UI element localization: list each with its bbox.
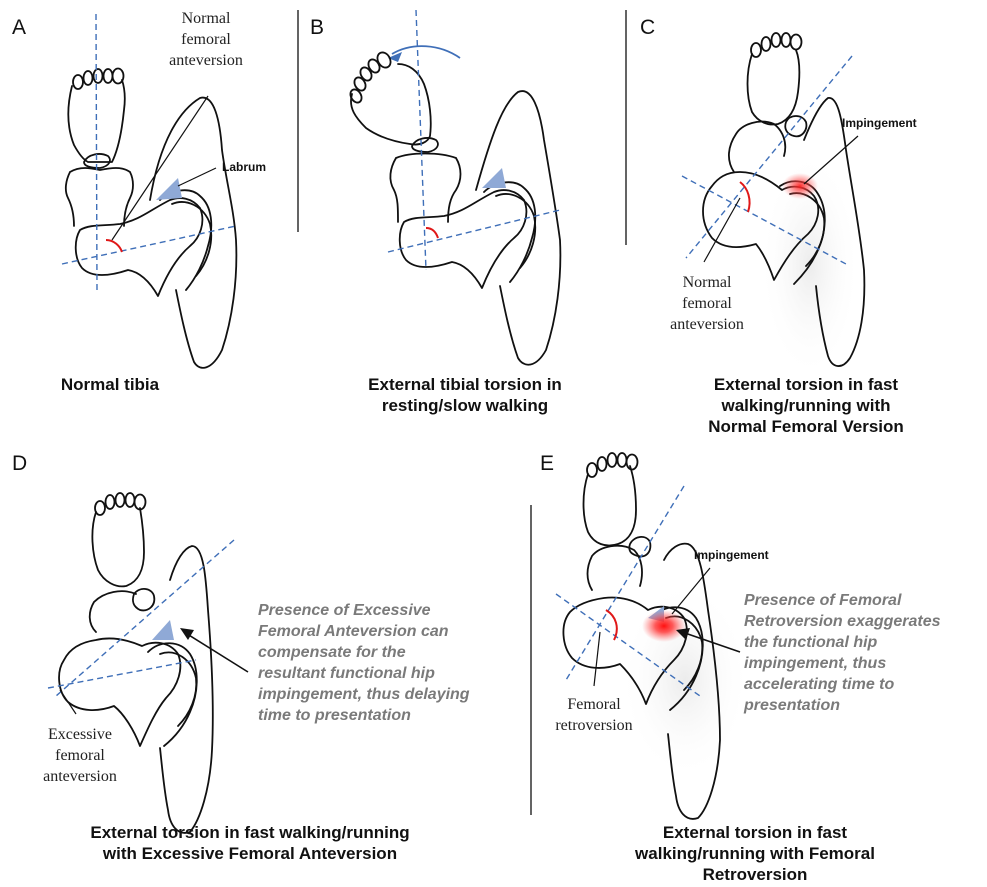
panel-b-foot (351, 64, 431, 145)
panel-e-note: Presence of Femoral Retroversion exagger… (744, 590, 980, 716)
panel-e-note-line-3: the functional hip (744, 632, 980, 653)
panel-e-caption-line-3: Retroversion (570, 864, 940, 885)
panel-c-caption-line-3: Normal Femoral Version (656, 416, 956, 437)
panel-b-caption-line-2: resting/slow walking (320, 395, 610, 416)
panel-d-tibia-axis (56, 540, 234, 696)
panel-d-patella (133, 589, 154, 610)
panel-c-angle-arc (740, 182, 750, 212)
panel-c-letter: C (640, 16, 655, 40)
panel-e-angle-arc (606, 610, 617, 640)
panel-a-anteversion-leader (112, 96, 208, 240)
panel-b-femur-head (400, 190, 527, 288)
panel-d-note-line-6: time to presentation (258, 705, 528, 726)
panel-c-anteversion-line-3: anteversion (652, 314, 762, 335)
panel-b-labrum (482, 168, 506, 188)
panel-d-toes (95, 493, 146, 515)
panel-d-note-line-3: compensate for the (258, 642, 528, 663)
panel-e-figure (556, 453, 750, 819)
panel-e-note-line-1: Presence of Femoral (744, 590, 980, 611)
panel-c-anteversion-line-1: Normal (652, 272, 762, 293)
panel-d-arrow (184, 632, 248, 672)
panel-a-anteversion-line-3: anteversion (150, 50, 262, 71)
panel-c-foot (748, 50, 800, 125)
panel-d-anteversion-line-3: anteversion (10, 766, 150, 787)
panel-a-femur-head (76, 198, 203, 296)
panel-c-caption: External torsion in fast walking/running… (656, 374, 956, 437)
panel-d-caption-line-2: with Excessive Femoral Anteversion (20, 843, 480, 864)
panel-b-angle-arc (426, 228, 438, 238)
panel-a-anteversion-label: Normal femoral anteversion (150, 8, 262, 71)
panel-e-note-line-4: impingement, thus (744, 653, 980, 674)
panel-a-labrum-leader (178, 168, 216, 186)
panel-b-caption: External tibial torsion in resting/slow … (320, 374, 610, 416)
panel-e-retroversion-label: Femoral retroversion (534, 694, 654, 736)
panel-a-tibia-axis (96, 14, 97, 290)
panel-d-anteversion-label: Excessive femoral anteversion (10, 724, 150, 787)
panel-a-anteversion-line-1: Normal (150, 8, 262, 29)
panel-b-distal-femur (390, 154, 460, 223)
panel-d-anteversion-line-2: femoral (10, 745, 150, 766)
panel-b-acetabulum (496, 194, 535, 268)
panel-e-letter: E (540, 452, 554, 476)
panel-e-note-line-5: accelerating time to (744, 674, 980, 695)
panel-d-labrum (152, 620, 174, 640)
panel-b-toes (348, 50, 393, 104)
panel-d-neck-axis (48, 660, 196, 688)
panel-d-note: Presence of Excessive Femoral Anteversio… (258, 600, 528, 726)
panel-a-letter: A (12, 16, 26, 40)
panel-d-pelvis (148, 546, 213, 833)
panel-e-impingement-glow (642, 610, 686, 642)
panel-d-arrowhead (180, 628, 194, 640)
panel-c-anteversion-label: Normal femoral anteversion (652, 272, 762, 335)
panel-e-note-line-6: presentation (744, 695, 980, 716)
panel-d-foot (92, 508, 144, 586)
panel-d-caption: External torsion in fast walking/running… (20, 822, 480, 864)
panel-b-figure (348, 10, 560, 365)
panel-a-distal-femur (66, 168, 133, 226)
panel-e-retroversion-line-1: Femoral (534, 694, 654, 715)
panel-b-caption-line-1: External tibial torsion in (320, 374, 610, 395)
panel-d-distal-femur (90, 591, 136, 632)
panel-e-foot (584, 466, 637, 546)
panel-a-acetabulum (172, 202, 211, 276)
panel-c-anteversion-line-2: femoral (652, 293, 762, 314)
panel-c-caption-line-1: External torsion in fast (656, 374, 956, 395)
panel-a-anteversion-line-2: femoral (150, 29, 262, 50)
panel-d-caption-line-1: External torsion in fast walking/running (20, 822, 480, 843)
panel-e-caption-line-2: walking/running with Femoral (570, 843, 940, 864)
panel-c-toes (751, 33, 802, 57)
panel-c-impingement-label: Impingement (842, 116, 917, 130)
panel-d-note-line-1: Presence of Excessive (258, 600, 528, 621)
panel-e-retroversion-line-2: retroversion (534, 715, 654, 736)
panel-e-note-line-2: Retroversion exaggerates (744, 611, 980, 632)
panel-d-letter: D (12, 452, 27, 476)
panel-e-impingement-label: Impingement (694, 548, 769, 562)
panel-a-toes (73, 69, 124, 90)
panel-a-caption-line-1: Normal tibia (20, 374, 200, 395)
panel-a-caption: Normal tibia (20, 374, 200, 395)
panel-e-retroversion-leader (594, 632, 600, 686)
panel-c-caption-line-2: walking/running with (656, 395, 956, 416)
panel-d-note-line-5: impingement, thus delaying (258, 684, 528, 705)
panel-d-anteversion-line-1: Excessive (10, 724, 150, 745)
panel-e-toes (587, 453, 638, 477)
panel-a-labrum-label: Labrum (222, 160, 266, 174)
panel-a-angle-arc (106, 240, 122, 252)
panel-d-note-line-2: Femoral Anteversion can (258, 621, 528, 642)
panel-b-letter: B (310, 16, 324, 40)
panel-b-rotation-arrow (392, 46, 460, 58)
panel-d-anteversion-leader (60, 690, 76, 714)
panel-a-labrum (156, 178, 182, 200)
panel-e-caption: External torsion in fast walking/running… (570, 822, 940, 885)
panel-e-caption-line-1: External torsion in fast (570, 822, 940, 843)
panel-a-pelvis (150, 98, 236, 368)
panel-d-note-line-4: resultant functional hip (258, 663, 528, 684)
